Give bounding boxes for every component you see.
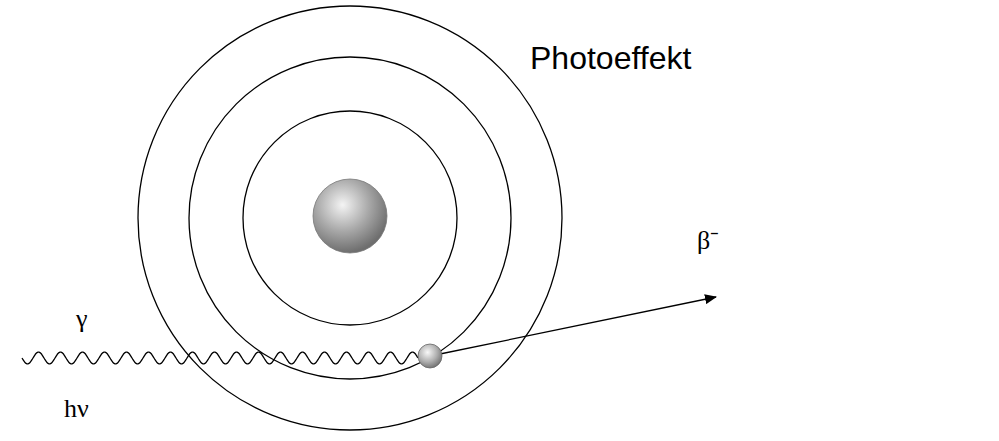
- inner-shell: [243, 111, 457, 325]
- beta-minus-label: β⁻: [697, 228, 719, 254]
- outer-shell: [138, 6, 562, 430]
- nucleus: [313, 179, 387, 253]
- electron-arrow: [440, 297, 716, 354]
- diagram-title: Photoeffekt: [530, 42, 691, 74]
- photon-energy: hν: [64, 396, 89, 422]
- photon-wave: [22, 352, 418, 364]
- electron: [418, 344, 442, 368]
- gamma-symbol: γ: [76, 306, 88, 332]
- middle-shell: [189, 57, 511, 379]
